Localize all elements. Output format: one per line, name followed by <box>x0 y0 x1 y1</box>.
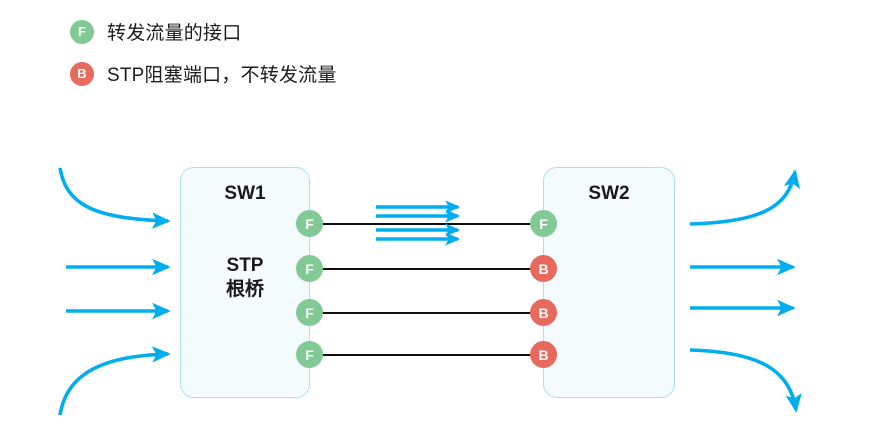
blocking-badge-icon: B <box>70 61 94 86</box>
legend-label-forwarding: 转发流量的接口 <box>107 23 242 44</box>
link-line-1 <box>322 222 532 225</box>
inter-switch-traffic-arrows <box>376 200 461 246</box>
switch-title-sw2: SW2 <box>588 183 630 204</box>
ingress-arrow-curved-bottom <box>58 346 171 416</box>
legend-item-forwarding: F 转发流量的接口 <box>70 18 241 45</box>
sw1-port-0[interactable]: F <box>296 210 323 237</box>
egress-arrows <box>689 169 802 413</box>
ingress-arrow-curved-top <box>58 167 171 229</box>
forwarding-badge-icon: F <box>70 19 94 44</box>
sw2-port-0[interactable]: F <box>530 210 557 237</box>
legend-item-blocking: B STP阻塞端口，不转发流量 <box>70 60 337 87</box>
switch-title-sw1: SW1 <box>224 183 266 204</box>
link-line-3 <box>322 311 532 314</box>
switch-box-sw2: SW2 <box>543 167 675 398</box>
switch-box-sw1: SW1 STP 根桥 <box>180 167 310 398</box>
sw1-port-1[interactable]: F <box>296 255 323 282</box>
switch-subtitle-sw1-line2: 根桥 <box>225 279 264 301</box>
switch-subtitle-sw1: STP 根桥 <box>181 254 309 303</box>
sw1-port-3[interactable]: F <box>296 341 323 368</box>
sw2-port-2[interactable]: B <box>530 299 557 326</box>
sw2-port-3[interactable]: B <box>530 341 557 368</box>
sw1-port-2[interactable]: F <box>296 299 323 326</box>
egress-arrow-curved-bottom <box>689 348 802 413</box>
ingress-arrows <box>58 167 171 416</box>
legend-label-blocking: STP阻塞端口，不转发流量 <box>107 65 337 86</box>
link-line-4 <box>322 353 532 356</box>
sw2-port-1[interactable]: B <box>530 255 557 282</box>
link-line-2 <box>322 267 532 270</box>
switch-subtitle-sw1-line1: STP <box>226 255 264 276</box>
egress-arrow-curved-top <box>689 169 801 226</box>
